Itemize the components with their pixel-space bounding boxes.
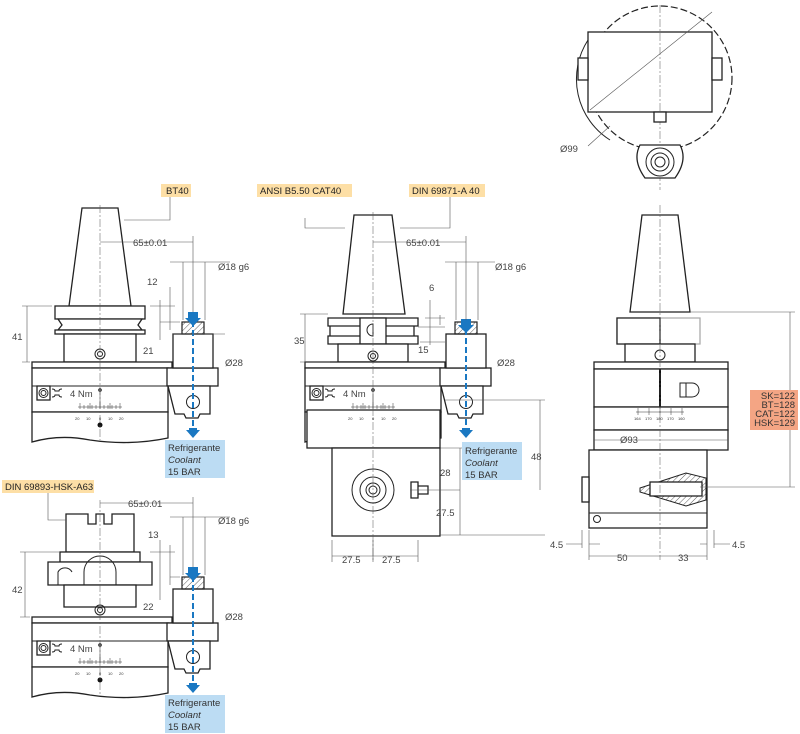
svg-text:20: 20	[392, 416, 397, 421]
svg-text:0: 0	[372, 416, 375, 421]
scale-labels: 20 10 0 10 20	[75, 416, 124, 421]
svg-text:20: 20	[75, 416, 80, 421]
dim-height: 41	[12, 332, 23, 343]
dim-d2: 22	[143, 602, 154, 613]
svg-text:65±0.01: 65±0.01	[406, 238, 440, 249]
svg-text:Coolant: Coolant	[465, 458, 498, 469]
svg-text:SK=122: SK=122	[761, 391, 795, 402]
view-bt40: BT40 65±0.01 Ø18 g6 12 21 41 Ø28 4 Nm 20…	[12, 184, 249, 478]
label-din: DIN 69871-A 40	[409, 184, 485, 197]
svg-text:20: 20	[75, 671, 80, 676]
dim-body-dia: Ø93	[620, 435, 638, 446]
dim-width-right: 33	[678, 553, 689, 564]
svg-text:HSK=129: HSK=129	[754, 418, 795, 429]
label-ansi: ANSI B5.50 CAT40	[257, 184, 352, 197]
dim-top-dia: Ø99	[560, 144, 578, 155]
svg-text:Refrigerante: Refrigerante	[465, 446, 517, 457]
dim-shank-dia: Ø18 g6	[218, 262, 249, 273]
coolant-badge: Refrigerante Coolant 15 BAR	[165, 440, 225, 478]
svg-text:65±0.01: 65±0.01	[128, 499, 162, 510]
dim-27-5-vertical: 27.5	[436, 508, 455, 519]
svg-text:0: 0	[99, 416, 102, 421]
svg-text:Ø28: Ø28	[497, 358, 515, 369]
dim-collar-dia: Ø28	[225, 358, 243, 369]
svg-text:20: 20	[348, 416, 353, 421]
svg-text:BT=128: BT=128	[761, 400, 795, 411]
svg-text:Ø18 g6: Ø18 g6	[495, 262, 526, 273]
svg-text:10: 10	[108, 671, 113, 676]
svg-text:Ø18 g6: Ø18 g6	[218, 516, 249, 527]
svg-text:10: 10	[359, 416, 364, 421]
svg-text:170: 170	[667, 416, 674, 421]
dim-27-5-right: 27.5	[382, 555, 401, 566]
svg-text:DIN 69871-A 40: DIN 69871-A 40	[412, 186, 480, 197]
svg-text:Coolant: Coolant	[168, 455, 201, 466]
svg-text:170: 170	[645, 416, 652, 421]
svg-text:160: 160	[678, 416, 685, 421]
dim-d1: 13	[148, 530, 159, 541]
view-top: Ø99	[560, 5, 733, 190]
label-bt40: BT40	[161, 184, 191, 197]
svg-text:20: 20	[119, 416, 124, 421]
dim-right-gap: 4.5	[732, 540, 745, 551]
svg-text:4 Nm: 4 Nm	[70, 644, 93, 655]
svg-text:10: 10	[86, 671, 91, 676]
view-side: 164 170 180 170 160 Ø93 SK=122 BT=128 CAT=…	[550, 205, 798, 564]
svg-text:10: 10	[86, 416, 91, 421]
svg-text:15 BAR: 15 BAR	[168, 467, 201, 478]
dim-d1: 6	[429, 283, 434, 294]
coolant-badge: Refrigerante Coolant 15 BAR	[165, 695, 225, 733]
dim-d2: 15	[418, 345, 429, 356]
svg-text:4 Nm: 4 Nm	[343, 389, 366, 400]
svg-text:10: 10	[108, 416, 113, 421]
dim-height: 42	[12, 585, 23, 596]
svg-text:164: 164	[634, 416, 641, 421]
dim-d1: 12	[147, 277, 158, 288]
coolant-badge: Refrigerante Coolant 15 BAR	[462, 442, 522, 481]
view-cat40: ANSI B5.50 CAT40 DIN 69871-A 40 65±0.01 …	[257, 184, 545, 566]
svg-text:20: 20	[119, 671, 124, 676]
torque-label: 4 Nm	[70, 389, 93, 400]
dim-28: 28	[440, 468, 451, 479]
dim-left-gap: 4.5	[550, 540, 563, 551]
dim-d2: 21	[143, 346, 154, 357]
svg-text:Coolant: Coolant	[168, 710, 201, 721]
svg-text:Refrigerante: Refrigerante	[168, 443, 220, 454]
dim-width-left: 50	[617, 553, 628, 564]
svg-text:0: 0	[99, 671, 102, 676]
svg-text:180: 180	[656, 416, 663, 421]
view-hsk: DIN 69893-HSK-A63 65±0.01 Ø18 g6 13 22 4…	[2, 480, 249, 733]
label-hsk: DIN 69893-HSK-A63	[2, 480, 94, 493]
svg-text:15 BAR: 15 BAR	[465, 470, 498, 481]
dim-27-5-left: 27.5	[342, 555, 361, 566]
label-bt40-text: BT40	[166, 186, 189, 197]
length-badge: SK=122 BT=128 CAT=122 HSK=129	[750, 390, 798, 430]
dim-offset: 65±0.01	[133, 238, 167, 249]
dim-48: 48	[531, 452, 542, 463]
svg-text:CAT=122: CAT=122	[755, 409, 795, 420]
svg-text:DIN 69893-HSK-A63: DIN 69893-HSK-A63	[5, 482, 93, 493]
svg-text:ANSI B5.50 CAT40: ANSI B5.50 CAT40	[260, 186, 341, 197]
svg-text:Refrigerante: Refrigerante	[168, 698, 220, 709]
dim-height: 35	[294, 336, 305, 347]
svg-text:10: 10	[381, 416, 386, 421]
svg-text:15 BAR: 15 BAR	[168, 722, 201, 733]
svg-text:Ø28: Ø28	[225, 612, 243, 623]
